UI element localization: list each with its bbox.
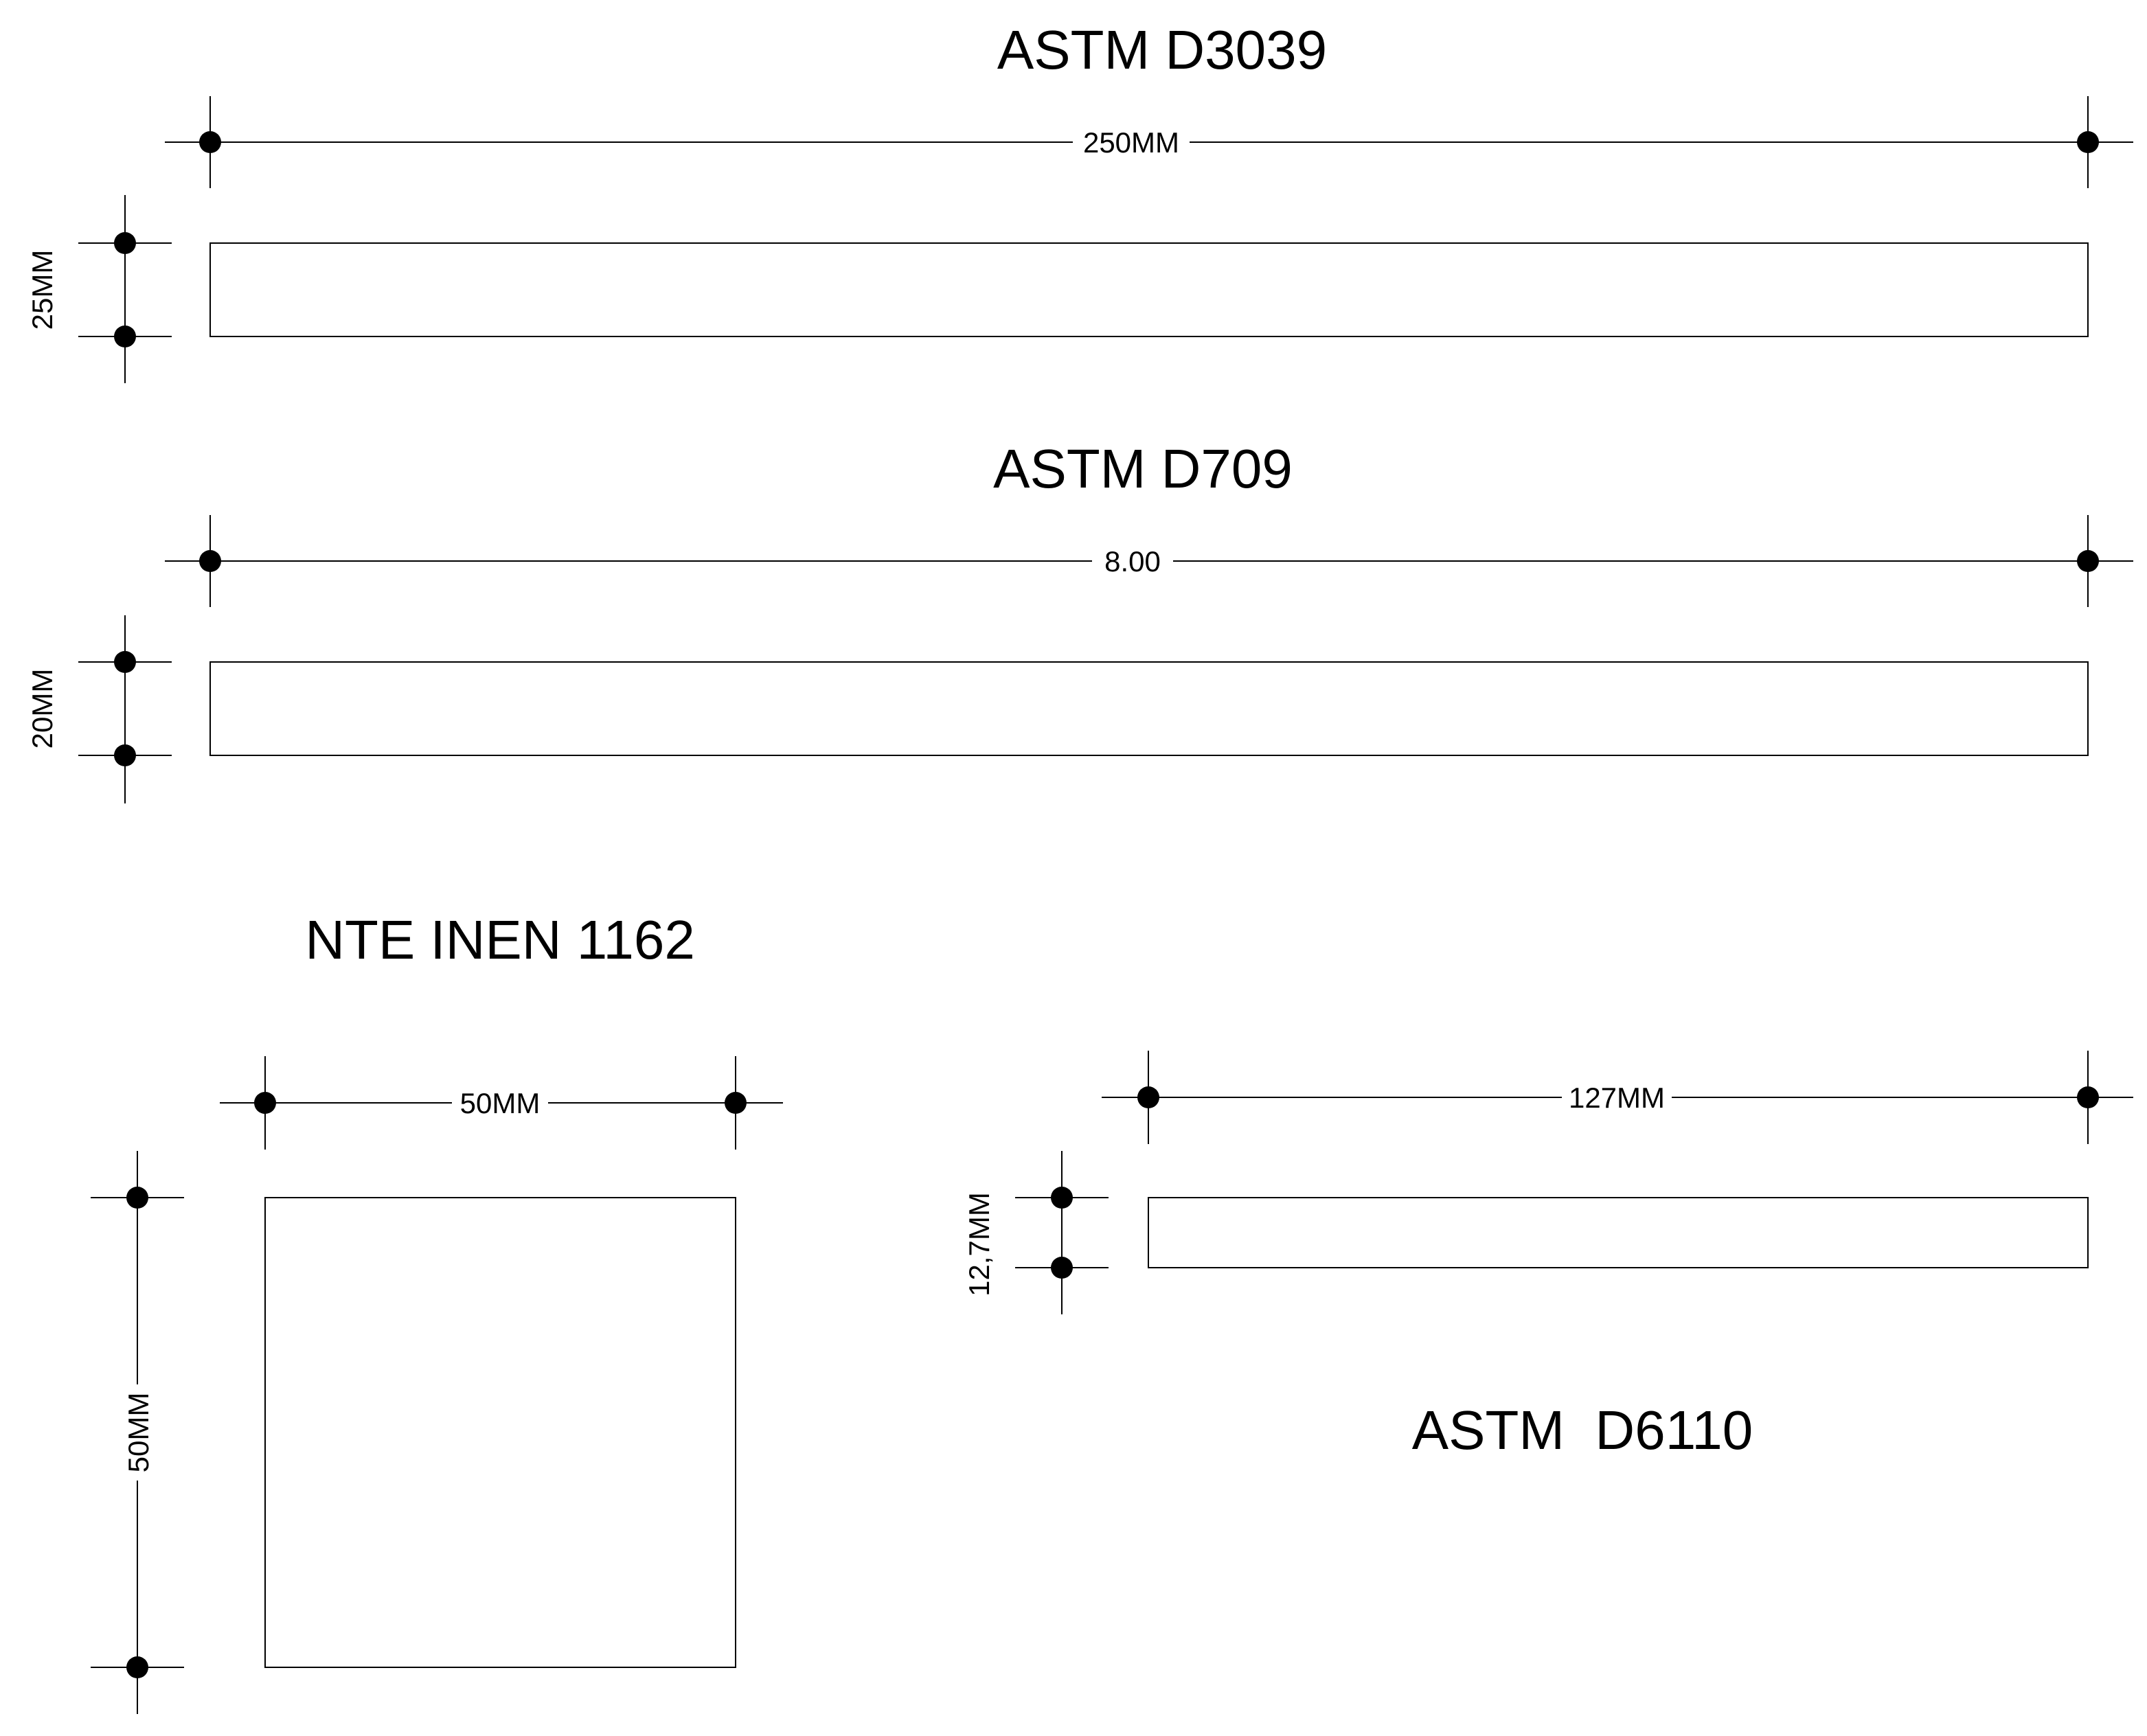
label-mask — [1073, 125, 1190, 159]
specimen-outline — [209, 242, 2089, 337]
width-dimension: 25MM — [26, 195, 172, 383]
label-mask — [120, 1384, 155, 1481]
dimension-dot — [2077, 131, 2099, 153]
section-astm-d3039: ASTM D3039 250MM 25MM — [26, 19, 2133, 383]
width-dimension: 20MM — [26, 615, 172, 803]
length-dimension: 8.00 — [165, 515, 2133, 607]
length-label: 8.00 — [1104, 545, 1161, 578]
dimension-dot — [126, 1656, 148, 1678]
dimension-dot — [114, 744, 136, 766]
dimension-dot — [114, 326, 136, 347]
label-mask — [1092, 544, 1173, 578]
dimension-dot — [1137, 1086, 1159, 1108]
dimension-dot — [2077, 550, 2099, 572]
height-label: 50MM — [122, 1393, 155, 1473]
length-label: 250MM — [1083, 126, 1179, 159]
width-label: 20MM — [26, 669, 58, 749]
dimension-dot — [126, 1187, 148, 1209]
length-label: 127MM — [1569, 1082, 1665, 1114]
dimension-dot — [1051, 1257, 1073, 1279]
dimension-dot — [199, 131, 221, 153]
section-astm-d709: ASTM D709 8.00 20MM — [26, 438, 2133, 803]
section-title: ASTM D6110 — [1412, 1400, 1753, 1461]
dimension-dot — [2077, 1086, 2099, 1108]
length-dimension: 127MM — [1102, 1051, 2133, 1144]
dimension-dot — [725, 1092, 747, 1114]
specimen-outline — [1148, 1197, 2089, 1268]
label-mask — [452, 1086, 548, 1120]
width-dimension: 50MM — [220, 1056, 783, 1150]
section-title: ASTM D3039 — [997, 19, 1327, 80]
width-label: 50MM — [460, 1087, 541, 1119]
section-title: NTE INEN 1162 — [305, 909, 695, 970]
dimension-dot — [1051, 1187, 1073, 1209]
height-dimension: 50MM — [91, 1151, 184, 1714]
dimension-dot — [254, 1092, 276, 1114]
width-dimension: 12,7MM — [963, 1151, 1109, 1314]
section-title: ASTM D709 — [993, 438, 1293, 499]
section-astm-d6110: 127MM 12,7MM ASTM D6110 — [963, 1051, 2133, 1461]
dimension-dot — [199, 550, 221, 572]
length-dimension: 250MM — [165, 96, 2133, 188]
dimension-dot — [114, 651, 136, 673]
width-label: 12,7MM — [963, 1192, 995, 1297]
specimen-outline — [264, 1197, 736, 1668]
width-label: 25MM — [26, 250, 58, 330]
specimen-outline — [209, 661, 2089, 756]
dimension-dot — [114, 232, 136, 254]
section-nte-inen-1162: NTE INEN 1162 50MM 50MM — [91, 909, 783, 1714]
label-mask — [1562, 1080, 1672, 1115]
